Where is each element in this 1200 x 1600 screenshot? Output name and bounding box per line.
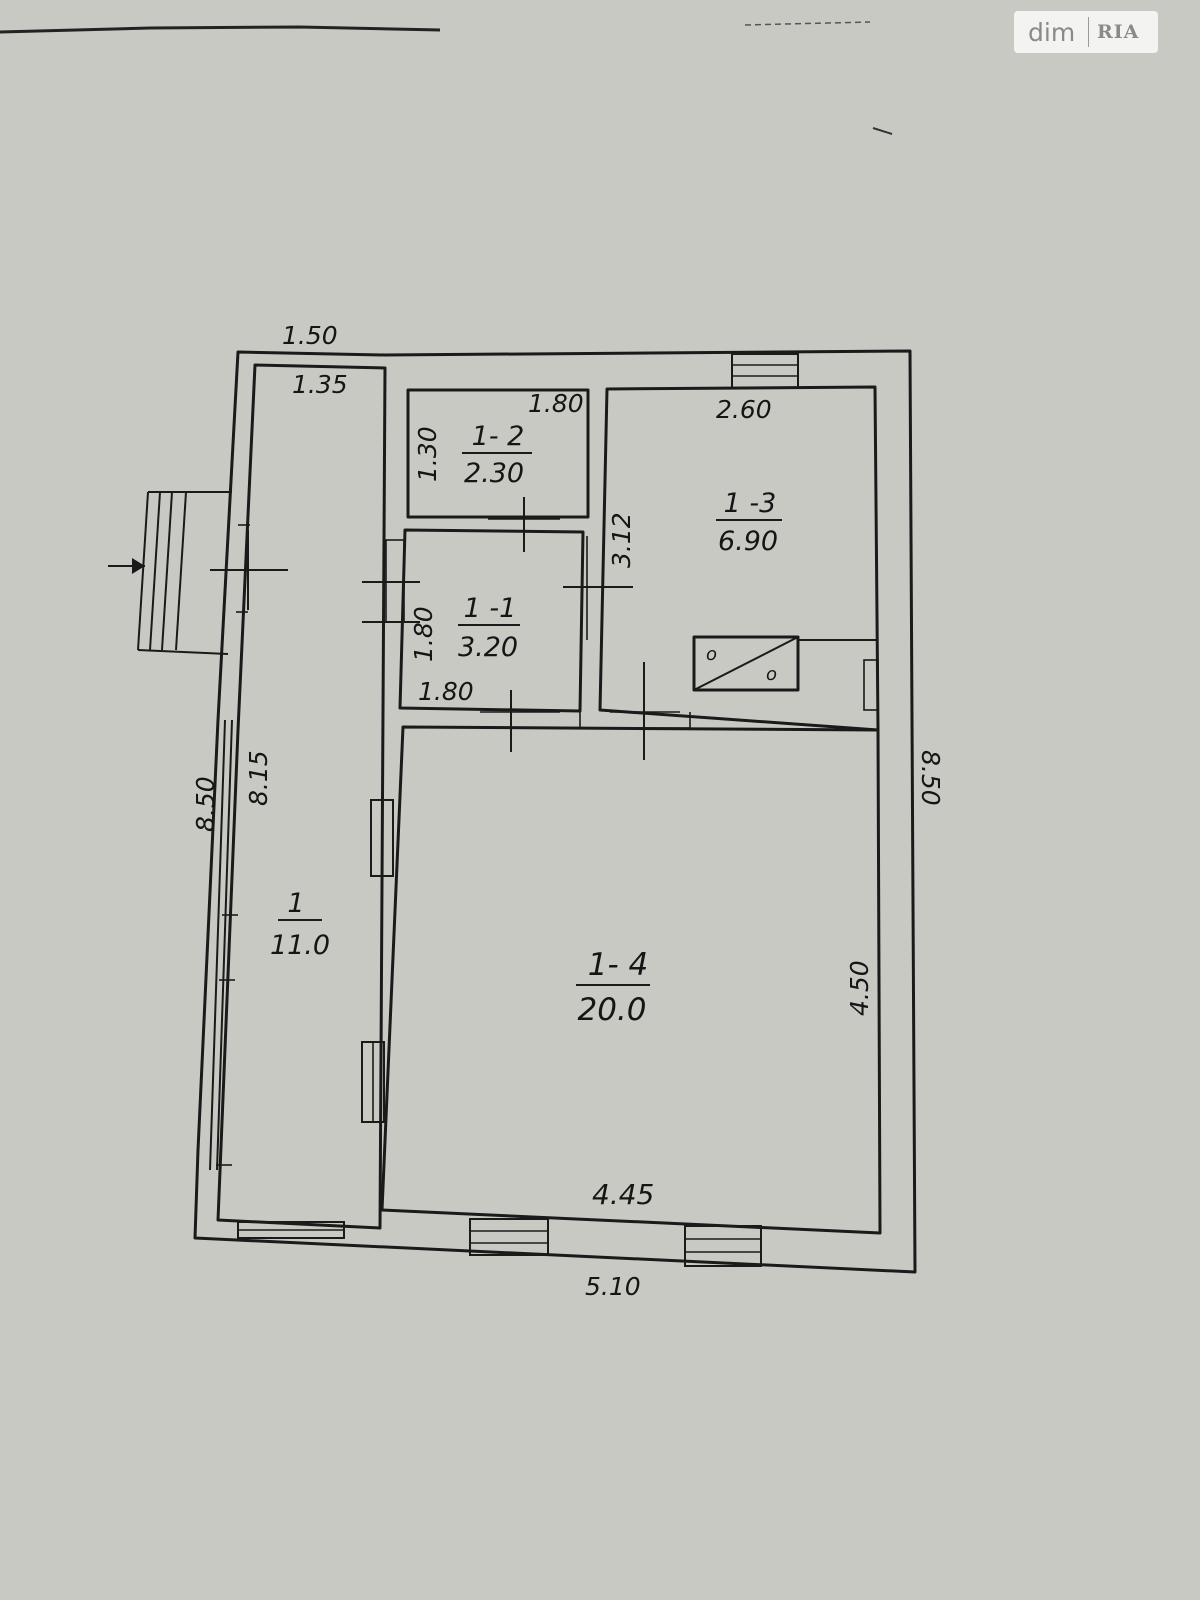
stove-icon xyxy=(692,635,879,711)
door-marks xyxy=(210,497,691,760)
dim-corridor-width: 1.35 xyxy=(292,370,348,399)
edge-scratch-mark xyxy=(744,21,871,26)
room-1-3-outline xyxy=(598,385,880,732)
stove-burner-mark: o xyxy=(766,664,777,685)
dim-room-1-4-width: 4.45 xyxy=(592,1178,654,1211)
room-1-2-outline xyxy=(406,388,590,519)
entrance-porch xyxy=(137,491,250,655)
dim-room-1-2-width: 1.80 xyxy=(528,389,584,418)
dim-room-1-1-width: 1.80 xyxy=(418,677,474,706)
room-label-1: 1 11.0 xyxy=(270,888,330,961)
partition-window-lower xyxy=(361,1041,385,1123)
dim-room-1-1-depth: 1.80 xyxy=(409,606,438,662)
dim-room-1-3-depth: 3.12 xyxy=(607,512,636,568)
outer-wall-outline xyxy=(193,349,917,1274)
watermark-brand-left: dim xyxy=(1028,17,1076,47)
partition-window-upper xyxy=(370,799,394,877)
room-label-1-3: 1 -3 6.90 xyxy=(716,488,782,557)
room-number: 1 xyxy=(287,888,304,919)
dim-left-outer: 8.50 xyxy=(191,776,220,832)
dim-bottom-outer: 5.10 xyxy=(585,1272,641,1301)
dimria-watermark: dim RIA xyxy=(1014,11,1158,53)
room-label-1-4: 1- 4 20.0 xyxy=(576,947,650,1028)
room-label-1-2: 1- 2 2.30 xyxy=(462,421,532,489)
room-label-1-1: 1 -1 3.20 xyxy=(458,593,520,663)
room-area: 11.0 xyxy=(270,930,330,961)
dim-right-outer: 8.50 xyxy=(916,750,945,806)
corridor-inner-outline xyxy=(216,363,387,1230)
room-area: 2.30 xyxy=(464,458,524,489)
stove-burner-mark: o xyxy=(706,644,717,665)
dim-room-1-4-depth: 4.50 xyxy=(845,960,874,1016)
room-area: 20.0 xyxy=(577,992,646,1028)
room-area: 6.90 xyxy=(718,526,778,557)
dim-room-1-3-width: 2.60 xyxy=(716,395,772,424)
room-number: 1 -1 xyxy=(464,593,517,624)
edge-scratch-mark xyxy=(0,25,441,34)
room-number: 1 -3 xyxy=(724,488,777,519)
window-corridor-bottom xyxy=(237,1221,345,1239)
room-1-4-outline xyxy=(380,725,882,1235)
entrance-arrow-icon xyxy=(108,558,145,574)
pencil-dash-mark xyxy=(872,127,893,135)
room-area: 3.20 xyxy=(458,632,518,663)
window-bottom-right xyxy=(684,1225,762,1267)
watermark-divider xyxy=(1088,17,1089,47)
window-top xyxy=(731,353,799,389)
window-bottom-left xyxy=(469,1218,549,1256)
dim-corridor-length: 8.15 xyxy=(244,750,273,806)
watermark-brand-right: RIA xyxy=(1097,21,1140,43)
room-number: 1- 4 xyxy=(588,947,649,983)
dim-room-1-2-depth: 1.30 xyxy=(413,426,442,482)
corridor-glazing-strip xyxy=(209,719,238,1171)
dim-top-outer: 1.50 xyxy=(282,321,338,350)
room-number: 1- 2 xyxy=(472,421,525,452)
